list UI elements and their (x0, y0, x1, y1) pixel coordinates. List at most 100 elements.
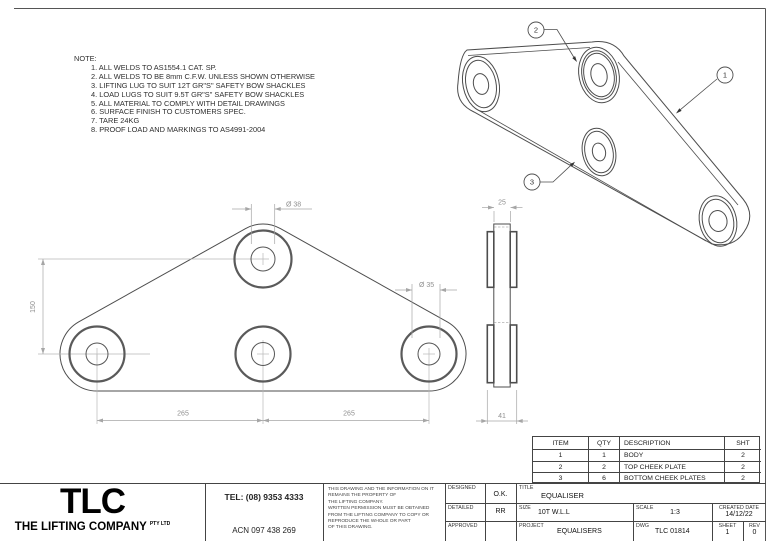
iso-boss-top (578, 46, 620, 104)
dim-dia38: Ø 38 (232, 202, 312, 244)
approved-label: APPROVED (448, 523, 478, 529)
dwg-label: DWG (636, 523, 649, 529)
note-line: 7. TARE 24KG (91, 116, 140, 126)
balloon-3: 3 (523, 173, 541, 191)
balloon-leaders (540, 29, 718, 183)
divider (445, 483, 446, 541)
dim-label-41: 41 (498, 413, 506, 420)
created-date-label: CREATED DATE (718, 505, 760, 511)
project-value: EQUALISERS (557, 528, 602, 535)
hole-bottom-left (68, 325, 126, 383)
company-name: THE LIFTING COMPANY PTY LTD (14, 521, 171, 533)
notes-heading: NOTE: (74, 54, 97, 63)
note-line: 2. ALL WELDS TO BE 8mm C.F.W. UNLESS SHO… (91, 71, 315, 81)
dim-label-25: 25 (498, 200, 506, 207)
company-phone: TEL: (08) 9353 4333 (224, 492, 304, 502)
centerlines (38, 253, 435, 424)
svg-text:2: 2 (534, 26, 538, 35)
divider (516, 483, 517, 541)
divider (445, 503, 766, 504)
table-cell: 6 (588, 472, 619, 484)
balloon-1: 1 (716, 66, 734, 84)
iso-view: 2 1 3 (457, 21, 751, 247)
note-line: 8. PROOF LOAD AND MARKINGS TO AS4991-200… (91, 125, 266, 135)
created-date-value: 14/12/22 (725, 511, 753, 518)
note-line: 5. ALL MATERIAL TO COMPLY WITH DETAIL DR… (91, 98, 285, 108)
scale-label: SCALE (636, 505, 654, 511)
dim-label-265-right: 265 (343, 411, 355, 418)
disclaimer: THIS DRAWING AND THE INFORMATION ON IT R… (328, 487, 434, 531)
dim-label-dia35: Ø 35 (419, 282, 434, 289)
col-header-item: ITEM (552, 439, 569, 447)
dwg-value: TLC 01814 (655, 528, 690, 535)
col-header-sht: SHT (724, 437, 761, 449)
dim-label-265-left: 265 (177, 411, 189, 418)
designed-value: O.K. (493, 491, 508, 498)
title-block: TLC THE LIFTING COMPANY PTY LTD TEL: (08… (0, 483, 771, 541)
sheet-label: SHEET (718, 523, 737, 529)
front-view: Ø 38 Ø 35 150 (30, 202, 467, 424)
table-cell: 2 (533, 461, 588, 472)
col-header-qty: QTY (588, 437, 619, 449)
divider (633, 503, 634, 541)
title-value: EQUALISER (541, 491, 584, 500)
dim-label-dia38: Ø 38 (286, 202, 301, 209)
notes-block: NOTE: 1. ALL WELDS TO AS1554.1 CAT. SP. … (74, 54, 315, 135)
hidden-lines (494, 226, 510, 323)
iso-plate-outline (457, 41, 751, 246)
rev-label: REV (749, 523, 760, 529)
table-cell: 3 (533, 472, 588, 484)
dim-dia35: Ø 35 (395, 282, 457, 338)
iso-boss-middle (581, 127, 617, 177)
table-cell: 1 (533, 449, 588, 461)
table-cell: 1 (588, 449, 619, 461)
divider (323, 483, 324, 541)
iso-thickness-edges (467, 47, 739, 242)
divider (485, 483, 486, 541)
plate-outline (59, 223, 467, 392)
project-label: PROJECT (519, 523, 544, 529)
company-acn: ACN 097 438 269 (232, 526, 296, 535)
divider (445, 521, 766, 522)
table-cell: BOTTOM CHEEK PLATES (619, 472, 724, 484)
side-view: 25 41 (476, 200, 528, 424)
divider (743, 521, 744, 541)
note-line: 1. ALL WELDS TO AS1554.1 CAT. SP. (91, 62, 217, 72)
table-cell: BODY (619, 449, 724, 461)
note-line: 4. LOAD LUGS TO SUIT 9.5T GR"S" SAFETY B… (91, 89, 305, 99)
size-value: 10T W.L.L (538, 509, 570, 516)
detailed-value: RR (495, 508, 506, 515)
table-cell: 2 (724, 449, 761, 461)
sheet-value: 1 (725, 529, 730, 536)
size-label: SIZE (519, 505, 531, 511)
scale-value: 1:3 (670, 509, 680, 516)
detailed-label: DETAILED (448, 505, 474, 511)
dim-150: 150 (30, 259, 45, 354)
parts-table: ITEM QTY DESCRIPTION SHT 1 1 BODY 2 2 2 … (532, 436, 761, 484)
dim-label-150: 150 (30, 301, 37, 313)
dim-265: 265 265 (97, 411, 429, 423)
iso-boss-bottom-right (698, 195, 738, 247)
body-plate-edge (493, 223, 511, 388)
hole-bottom-right (400, 325, 458, 383)
hole-top-lug (233, 229, 293, 289)
hole-bottom-center (234, 325, 292, 383)
sheet-border (14, 8, 766, 541)
rev-value: 0 (752, 529, 757, 536)
designed-label: DESIGNED (448, 485, 476, 491)
col-header-description: DESCRIPTION (619, 437, 724, 449)
table-cell: 2 (588, 461, 619, 472)
table-cell: 2 (724, 461, 761, 472)
divider (0, 483, 766, 484)
company-suffix: PTY LTD (149, 521, 171, 528)
iso-boss-left (461, 55, 501, 113)
divider (712, 503, 713, 541)
note-line: 3. LIFTING LUG TO SUIT 12T GR"S" SAFETY … (91, 80, 306, 90)
table-cell: 2 (724, 472, 761, 484)
table-cell: TOP CHEEK PLATE (619, 461, 724, 472)
note-line: 6. SURFACE FINISH TO CUSTOMERS SPEC. (91, 107, 246, 117)
cheek-plate-pads (486, 230, 518, 384)
company-logo: TLC (59, 482, 126, 521)
